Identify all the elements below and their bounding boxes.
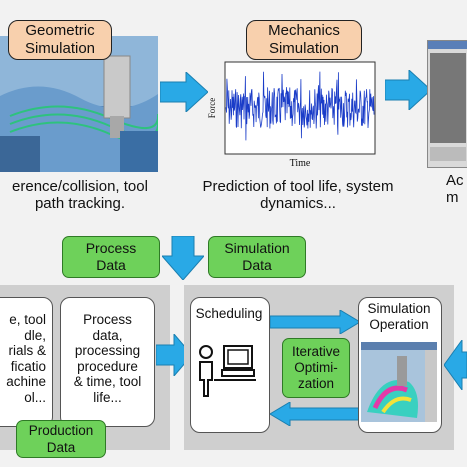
machine-info-box: e, tool dle, rials & ficatio achine ol..… [0, 297, 53, 427]
mechanics-simulation-label: Mechanics Simulation [246, 20, 362, 60]
force-time-plot: Force Time [205, 58, 385, 170]
arrow-left-in [444, 340, 467, 390]
right-caption-partial: Ac m [446, 172, 467, 207]
simulation-data-label: Simulation Data [208, 236, 306, 278]
process-data-label: Process Data [62, 236, 160, 278]
arrow-to-simulation [270, 310, 360, 334]
scheduling-label: Scheduling [190, 306, 268, 322]
geometric-caption: erence/collision, tool path tracking. [0, 178, 160, 213]
production-data-label: Production Data [16, 420, 106, 458]
plot-ylabel: Force [207, 98, 217, 119]
process-info-box: Process data, processing procedure & tim… [60, 297, 155, 427]
simulation-operation-label: Simulation Operation [358, 301, 440, 332]
geometric-simulation-label: Geometric Simulation [8, 20, 112, 60]
iterative-optimization-label: Iterative Optimi- zation [282, 338, 350, 398]
arrow-right-2 [385, 70, 431, 110]
arrow-down [162, 236, 204, 280]
arrow-to-scheduling [270, 402, 360, 426]
arrow-right-1 [160, 72, 208, 112]
simulation-operation-image [361, 342, 437, 422]
plot-xlabel: Time [290, 158, 311, 169]
software-screenshot-image [427, 40, 467, 168]
person-at-computer-icon [196, 340, 262, 403]
mechanics-caption: Prediction of tool life, system dynamics… [188, 178, 408, 213]
